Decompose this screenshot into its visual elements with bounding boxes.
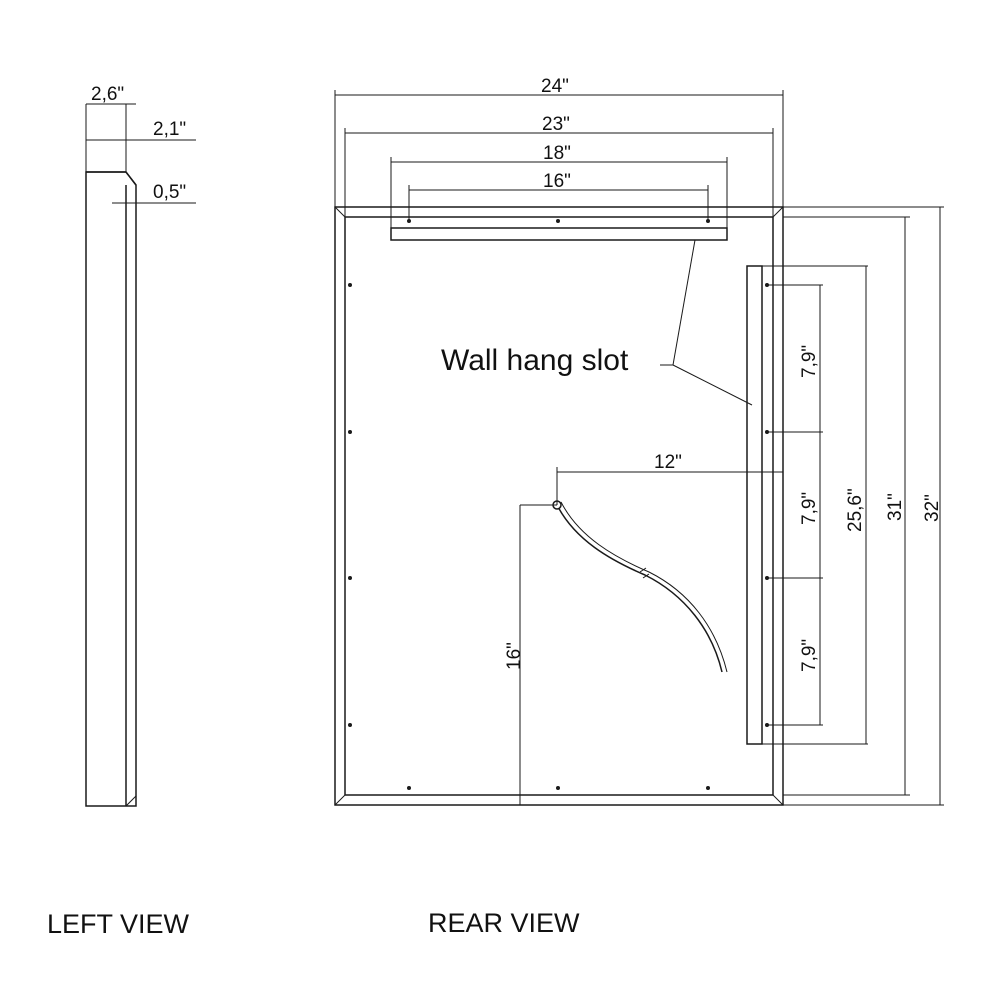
strip-segment-2-label: 7,9" [799,492,820,525]
strip-length-label: 25,6" [845,488,866,532]
left-depth-lip-label: 0,5" [153,182,186,203]
slot-length-label: 18" [543,143,571,164]
strip-segment-3-label: 7,9" [799,639,820,672]
left-depth-total-label: 2,6" [91,84,124,105]
cord-offset-label: 12" [654,452,682,473]
rear-view-title: REAR VIEW [428,908,580,938]
left-view-title: LEFT VIEW [47,909,190,939]
rear-width-frame-label: 23" [542,114,570,135]
cord-height-label: 16" [504,642,525,670]
left-depth-frame-label: 2,1" [153,119,186,140]
slot-hole-spacing-label: 16" [543,171,571,192]
rear-width-total-label: 24" [541,76,569,97]
rear-view-drawing [334,90,944,806]
height-total-label: 32" [922,494,943,522]
strip-segment-1-label: 7,9" [799,345,820,378]
wall-hang-slot-label: Wall hang slot [441,344,629,377]
left-view-drawing [85,103,196,807]
height-frame-label: 31" [885,493,906,521]
